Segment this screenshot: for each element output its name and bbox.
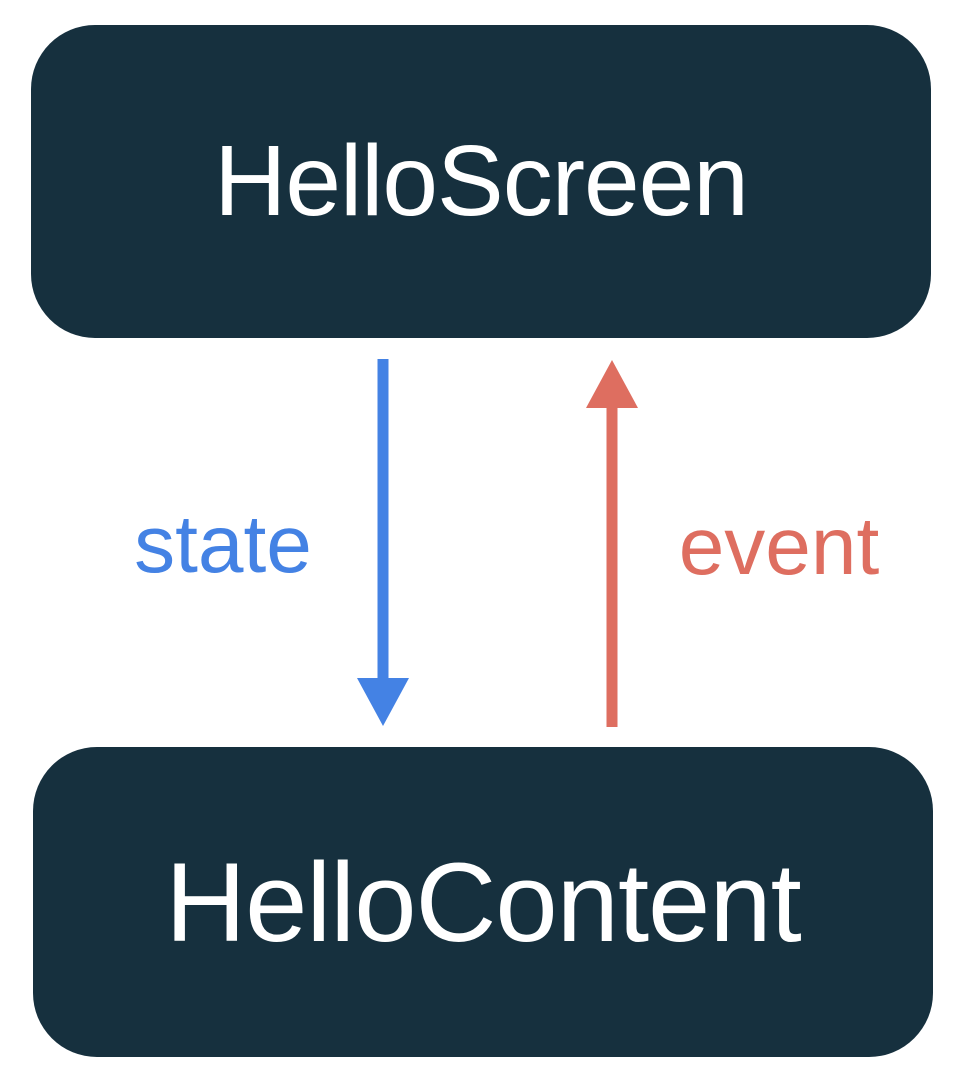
state-arrow-shaft: [377, 359, 389, 685]
node-hellocontent: HelloContent: [33, 747, 933, 1057]
event-arrow-shaft: [606, 401, 618, 727]
event-up-arrow-icon: [586, 360, 638, 727]
node-hellocontent-label: HelloContent: [165, 839, 801, 965]
event-arrow-head: [586, 360, 638, 408]
node-helloscreen: HelloScreen: [31, 25, 931, 338]
event-edge-label: event: [678, 501, 880, 592]
state-down-arrow-icon: [357, 359, 409, 726]
state-edge-label: state: [134, 499, 312, 590]
node-helloscreen-label: HelloScreen: [214, 125, 749, 237]
state-arrow-head: [357, 678, 409, 726]
